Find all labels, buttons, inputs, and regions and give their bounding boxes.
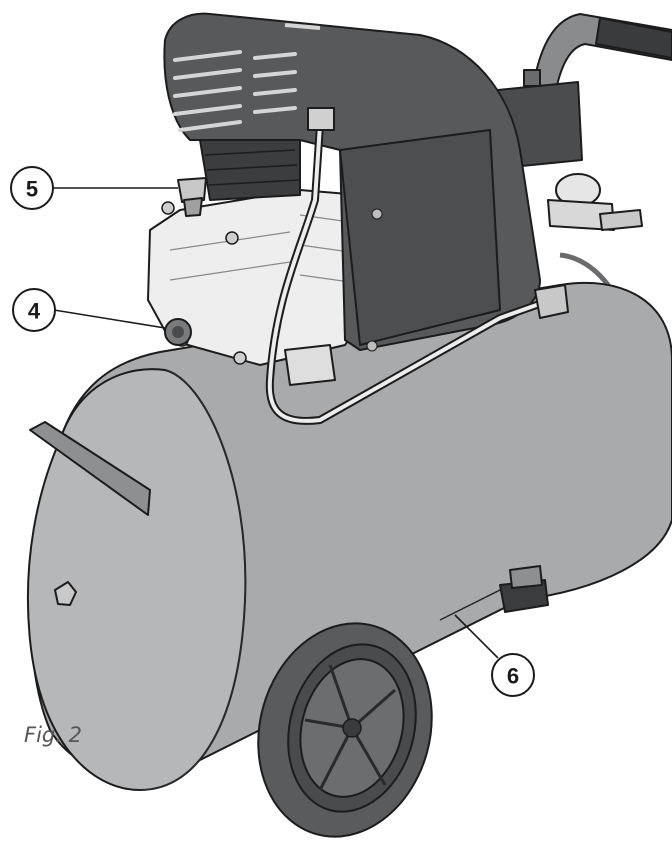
figure-caption: Fig. 2 (24, 723, 82, 747)
air-tank (26, 281, 672, 791)
callout-5-label: 5 (26, 177, 38, 202)
callout-6-label: 6 (507, 664, 519, 689)
callout-4-label: 4 (28, 299, 41, 324)
pipe-fitting (307, 107, 569, 319)
wheel (257, 622, 433, 838)
motor-cover (163, 12, 541, 352)
oil-drain-plug (164, 318, 192, 346)
callout-5: 5 (10, 166, 178, 210)
rubber-foot (499, 565, 549, 613)
cylinder-head (199, 134, 301, 201)
callout-6: 6 (454, 614, 535, 697)
gauge-assembly (547, 173, 643, 231)
callout-4: 4 (12, 288, 166, 332)
oil-fill-cap (177, 177, 207, 217)
pump-block (147, 189, 363, 386)
